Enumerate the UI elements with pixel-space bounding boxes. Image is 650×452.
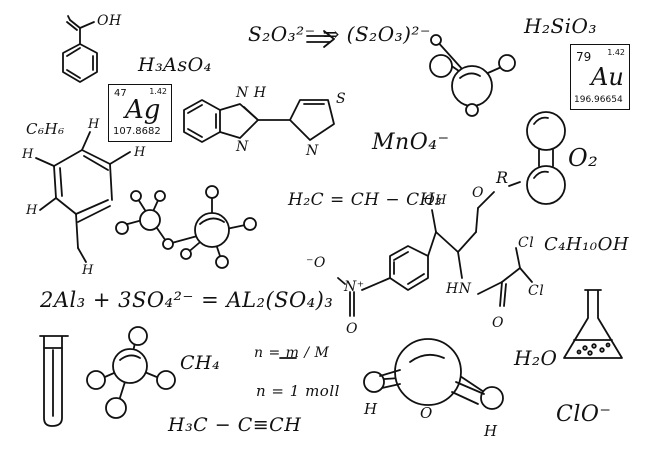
sulfate-equation: 2Al₃ + 3SO₄²⁻ = AL₂(SO₄)₃ bbox=[40, 288, 334, 312]
gold-electronegativity: 1.42 bbox=[607, 48, 625, 57]
hexatriene-h-label-3: H bbox=[134, 145, 146, 160]
thiosulfate-formula: S₂O₃²⁻ ⇒ (S₂O₃)²⁻ bbox=[248, 22, 431, 46]
ch4-formula: CH₄ bbox=[180, 352, 221, 374]
benzimidazole-n-label: N bbox=[236, 139, 249, 155]
water-ball-stick bbox=[363, 338, 504, 410]
silver-element-tile: 47 1.42 Ag 107.8682 bbox=[108, 84, 172, 142]
c6h6-formula: C₆H₆ bbox=[26, 120, 65, 138]
benzimidazole-thiazole-structure bbox=[183, 99, 335, 143]
hexatriene-structure bbox=[35, 131, 131, 263]
h2sio3-formula: H₂SiO₃ bbox=[524, 14, 597, 38]
chloramphenicol-o-label: O bbox=[472, 185, 484, 201]
nitro-o-minus-label: ⁻O bbox=[306, 255, 326, 271]
silver-atomic-mass: 107.8682 bbox=[113, 126, 161, 137]
chloramphenicol-structure bbox=[337, 181, 533, 317]
n-equals-m-over-M: n = m / M bbox=[254, 345, 330, 361]
reaction-arrow bbox=[306, 30, 335, 48]
mno4-formula: MnO₄⁻ bbox=[372, 130, 450, 155]
test-tube-icon bbox=[39, 335, 69, 427]
benzimidazole-nh-label: N H bbox=[236, 85, 267, 101]
water-h-label-2: H bbox=[484, 422, 498, 440]
o2-formula: O₂ bbox=[568, 144, 599, 172]
amide-hn-label: HN bbox=[446, 281, 472, 297]
chloramphenicol-oh-label: OH bbox=[424, 193, 447, 208]
silver-symbol: Ag bbox=[125, 95, 161, 125]
nitro-o-label: O bbox=[346, 321, 358, 337]
thiazole-n-label: N bbox=[306, 143, 319, 159]
ball-stick-molecule-2 bbox=[115, 185, 257, 269]
silver-atomic-number: 47 bbox=[114, 88, 127, 99]
gold-element-tile: 79 1.42 Au 196.96654 bbox=[570, 44, 630, 110]
hexatriene-h-label-4: H bbox=[26, 203, 38, 218]
nitro-n-label: N⁺ bbox=[344, 279, 365, 295]
gold-atomic-mass: 196.96654 bbox=[574, 95, 623, 105]
hexatriene-h-label-2: H bbox=[88, 117, 100, 132]
clo-formula: ClO⁻ bbox=[556, 402, 612, 427]
oxygen-molecule bbox=[526, 111, 566, 205]
gold-symbol: Au bbox=[591, 63, 624, 91]
chloramphenicol-r-label: R bbox=[496, 168, 509, 187]
propene-formula: H₂C = CH − CH₃ bbox=[288, 190, 443, 210]
oh-label: OH bbox=[97, 13, 122, 29]
h2o-formula: H₂O bbox=[514, 346, 558, 370]
hexatriene-h-label-5: H bbox=[82, 263, 94, 278]
water-h-label-1: H bbox=[364, 400, 378, 418]
ball-stick-molecule-1 bbox=[429, 34, 516, 117]
benzoic-acid-structure bbox=[62, 15, 98, 83]
water-o-label: O bbox=[420, 404, 433, 422]
c4h10oh-formula: C₄H₁₀OH bbox=[544, 234, 630, 255]
n-equals-1-mol: n = 1 moll bbox=[256, 382, 340, 400]
hexatriene-h-label-1: H bbox=[22, 147, 34, 162]
carbonyl-o-label: O bbox=[492, 315, 504, 331]
chloro-label-2: Cl bbox=[528, 283, 545, 299]
thiazole-s-label: S bbox=[336, 91, 347, 107]
methane-ball-stick bbox=[86, 326, 176, 419]
gold-atomic-number: 79 bbox=[576, 50, 592, 64]
h3aso4-formula: H₃AsO₄ bbox=[138, 54, 212, 76]
silver-electronegativity: 1.42 bbox=[149, 87, 167, 96]
propyne-formula: H₃C − C≡CH bbox=[168, 414, 302, 436]
chloro-label-1: Cl bbox=[518, 235, 535, 251]
erlenmeyer-flask-icon bbox=[563, 289, 623, 359]
